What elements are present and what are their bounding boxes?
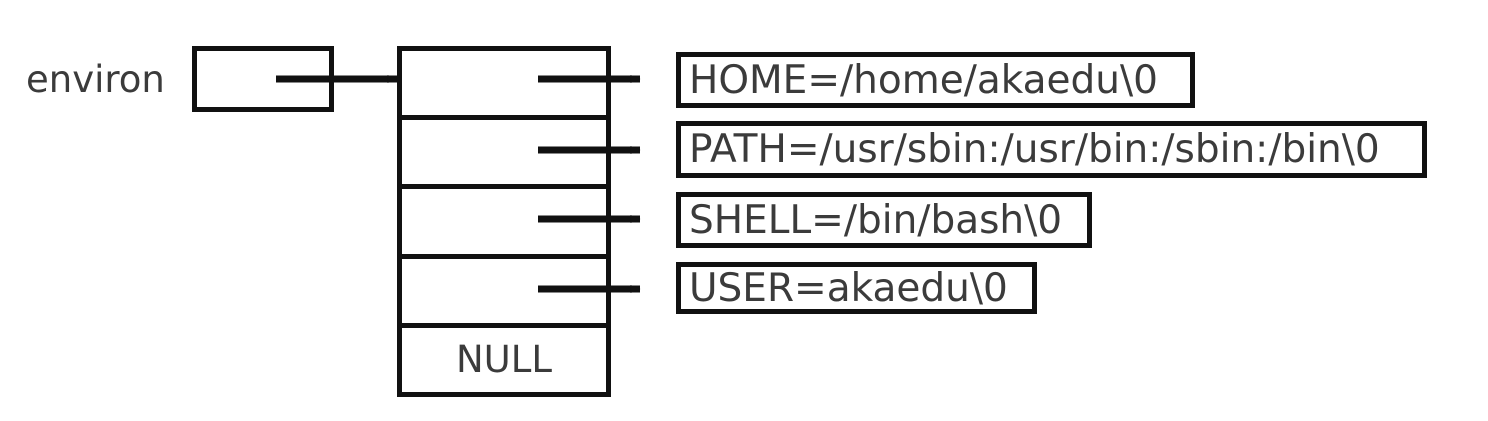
null-label: NULL bbox=[456, 338, 552, 382]
environ-array: NULL bbox=[397, 46, 611, 397]
environ-pointer-box bbox=[192, 46, 334, 112]
user-string-text: USER=akaedu\0 bbox=[689, 265, 1008, 311]
user-string-box: USER=akaedu\0 bbox=[676, 262, 1037, 314]
array-cell-0 bbox=[402, 51, 606, 121]
home-string-box: HOME=/home/akaedu\0 bbox=[676, 52, 1195, 108]
shell-string-box: SHELL=/bin/bash\0 bbox=[676, 192, 1092, 248]
path-string-text: PATH=/usr/sbin:/usr/bin:/sbin:/bin\0 bbox=[689, 127, 1380, 172]
array-cell-1 bbox=[402, 120, 606, 190]
array-cell-3 bbox=[402, 258, 606, 328]
home-string-text: HOME=/home/akaedu\0 bbox=[689, 57, 1158, 103]
array-cell-2 bbox=[402, 189, 606, 259]
path-string-box: PATH=/usr/sbin:/usr/bin:/sbin:/bin\0 bbox=[676, 121, 1427, 178]
shell-string-text: SHELL=/bin/bash\0 bbox=[689, 197, 1063, 243]
environ-label: environ bbox=[26, 58, 165, 101]
array-cell-null: NULL bbox=[402, 327, 606, 393]
